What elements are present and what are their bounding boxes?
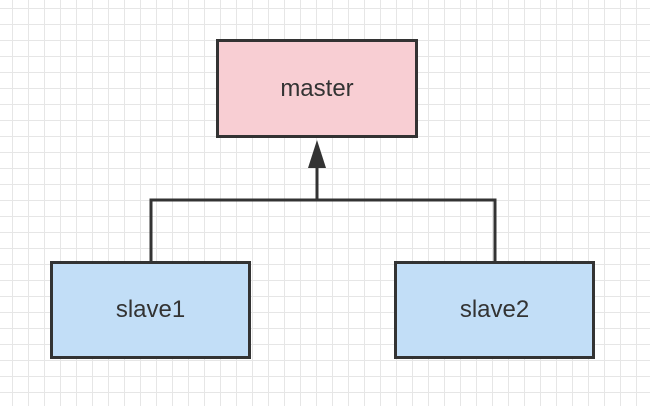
edge-slave2-to-master — [317, 198, 497, 261]
edge-slave1-to-master — [149, 168, 319, 261]
node-master-label: master — [280, 74, 354, 102]
arrowhead-master — [308, 140, 326, 168]
node-slave1[interactable]: slave1 — [50, 261, 251, 359]
node-master[interactable]: master — [216, 39, 418, 138]
node-slave1-label: slave1 — [115, 296, 186, 323]
node-slave2[interactable]: slave2 — [394, 261, 595, 359]
node-slave2-label: slave2 — [459, 296, 530, 323]
